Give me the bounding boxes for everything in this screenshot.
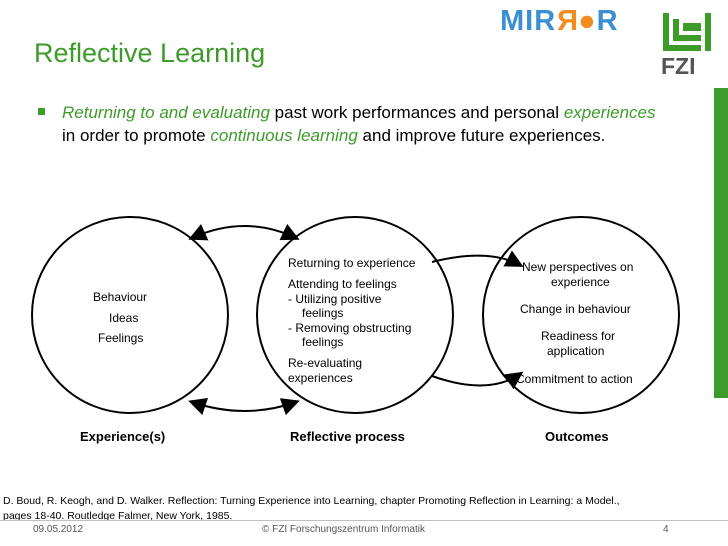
bullet-highlight-1: Returning to and evaluating (62, 103, 270, 122)
bullet-text-2: past work performances and personal (269, 103, 564, 122)
experience-circle (31, 216, 229, 414)
reflective-line: - Removing obstructing (288, 321, 412, 335)
footer-copyright: © FZI Forschungszentrum Informatik (262, 524, 425, 535)
top-forward-arrow (431, 250, 524, 267)
bullet-text: Returning to and evaluating past work pe… (62, 101, 672, 147)
fzi-logo: FZI (655, 7, 717, 90)
reflective-line: feelings (302, 306, 344, 320)
footer-date: 09.05.2012 (33, 524, 84, 535)
bullet-icon (38, 108, 45, 115)
outcome-line: New perspectives on (522, 260, 634, 274)
bullet-text-4: in order to promote (62, 126, 211, 145)
bullet-highlight-3: continuous learning (210, 126, 358, 145)
fzi-logo-text: FZI (661, 53, 696, 79)
mirror-logo: MIRR●R (500, 5, 619, 38)
experience-item: Ideas (109, 311, 139, 325)
footer-divider (0, 520, 728, 521)
bullet-text-6: and improve future experiences. (357, 126, 606, 145)
outcomes-circle (482, 216, 680, 414)
experience-label: Experience(s) (80, 429, 166, 444)
fzi-logo-icon (663, 13, 711, 51)
reference-citation: D. Boud, R. Keogh, and D. Walker. Reflec… (3, 495, 620, 522)
slide-title: Reflective Learning (34, 38, 266, 68)
reflective-line: Re-evaluating (288, 356, 363, 370)
top-double-arrow (188, 223, 300, 241)
reflective-line: Attending to feelings (288, 277, 397, 291)
reflective-label: Reflective process (290, 429, 405, 444)
bullet-highlight-2: experiences (563, 103, 656, 122)
mirror-logo-o-icon: ● (578, 5, 597, 37)
outcome-line: Commitment to action (516, 372, 633, 386)
reflective-line: Returning to experience (288, 256, 416, 270)
page-number: 4 (663, 524, 669, 535)
reflective-line: - Utilizing positive (288, 292, 382, 306)
reflective-line: experiences (288, 371, 353, 385)
experience-item: Feelings (98, 331, 144, 345)
outcome-line: Change in behaviour (520, 302, 631, 316)
bottom-double-arrow (188, 397, 300, 416)
outcome-line: Readiness for (541, 329, 616, 343)
outcomes-label: Outcomes (545, 429, 609, 444)
reflective-line: feelings (302, 335, 344, 349)
mirror-logo-prefix: MIR (500, 5, 557, 37)
outcome-line: application (547, 344, 605, 358)
reflective-circle (256, 216, 454, 414)
bottom-forward-arrow (431, 371, 524, 390)
outcome-line: experience (551, 275, 610, 289)
mirror-logo-suffix: R (596, 5, 619, 37)
experience-item: Behaviour (93, 290, 148, 304)
accent-bar (714, 88, 728, 398)
